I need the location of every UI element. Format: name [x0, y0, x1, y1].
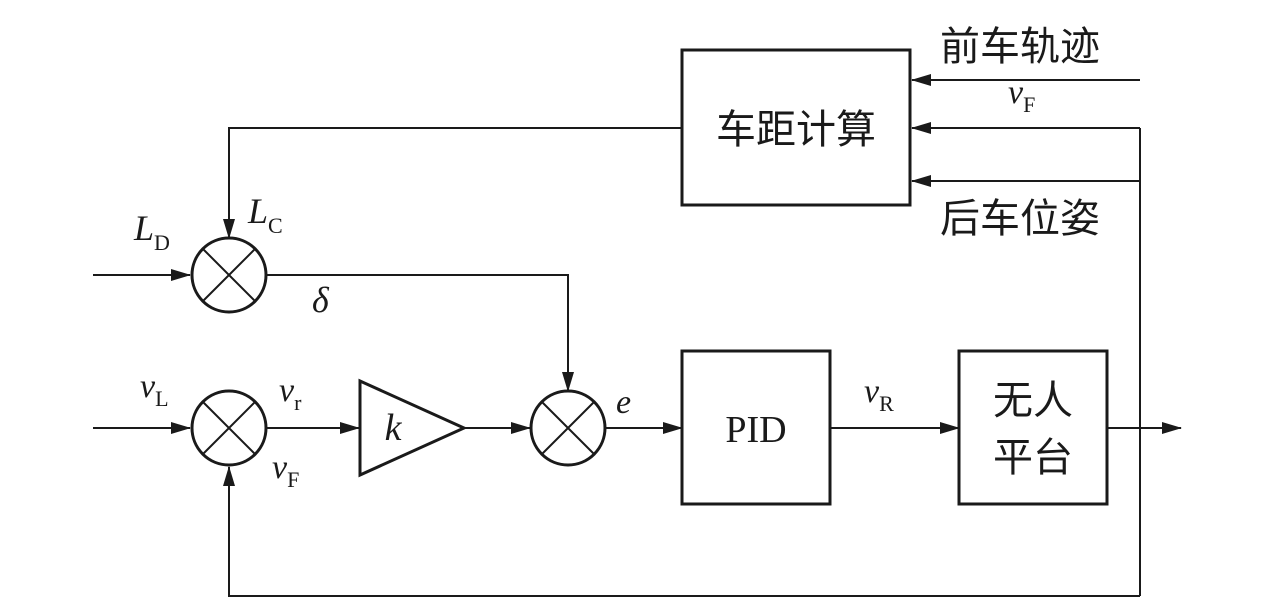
signal-LD: LD	[133, 208, 170, 255]
sum-junction-1	[190, 236, 268, 314]
platform-label-line1: 无人	[993, 378, 1073, 424]
signal-delta: δ	[312, 280, 330, 320]
front-trajectory-label: 前车轨迹	[940, 24, 1100, 70]
signal-vR: vR	[864, 373, 894, 416]
sum-junction-2	[190, 389, 268, 467]
signal-e: e	[616, 384, 631, 421]
rear-pose-label: 后车位姿	[940, 196, 1100, 242]
signal-LC: LC	[247, 191, 283, 238]
gain-label: k	[385, 407, 403, 449]
pid-label: PID	[725, 409, 786, 451]
signal-vF-bottom: vF	[272, 449, 299, 492]
distance-calc-block: 车距计算	[680, 48, 912, 207]
gain-block: k	[358, 378, 468, 478]
signal-vF-top: vF	[1008, 74, 1035, 117]
wire-lc-to-sum1	[223, 127, 682, 239]
wire-delta	[266, 274, 574, 392]
sum-junction-3	[529, 389, 607, 467]
signal-vr: vr	[279, 372, 302, 415]
signal-vL: vL	[140, 368, 169, 411]
platform-label-line2: 平台	[993, 435, 1073, 481]
wire-feedback-bottom	[223, 466, 1140, 597]
distance-calc-label: 车距计算	[716, 107, 876, 153]
pid-block: PID	[680, 349, 832, 506]
unmanned-platform-block: 无人 平台	[957, 349, 1109, 506]
